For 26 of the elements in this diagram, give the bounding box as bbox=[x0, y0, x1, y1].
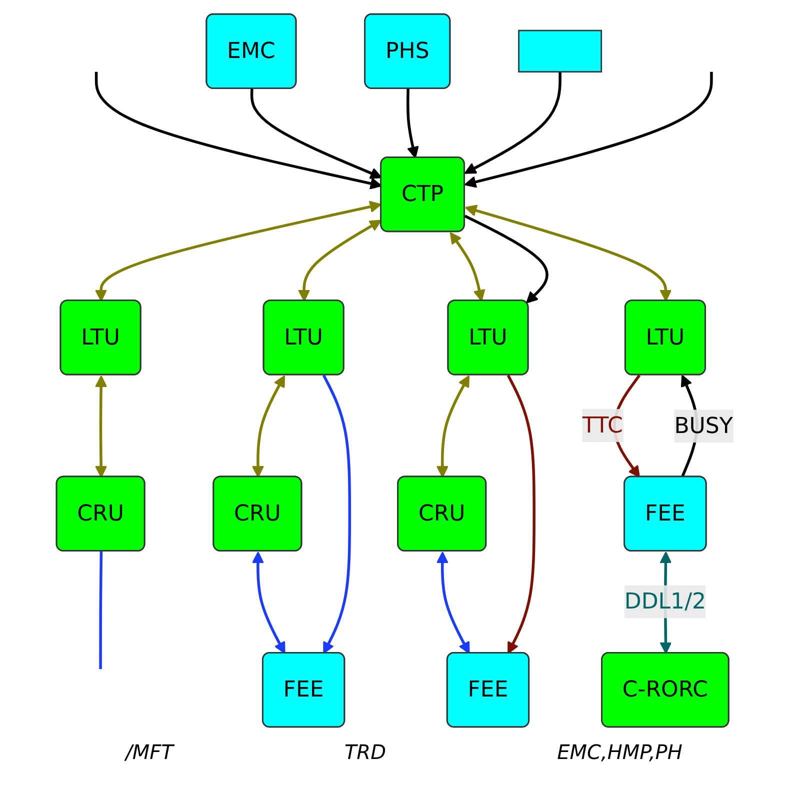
edge-label: TTC bbox=[582, 411, 623, 438]
arrow bbox=[464, 214, 548, 303]
arrow bbox=[464, 71, 562, 174]
edge-label: BUSY bbox=[674, 412, 733, 438]
arrow bbox=[95, 200, 382, 302]
arrow bbox=[322, 374, 352, 654]
arrow bbox=[507, 374, 536, 654]
arrow bbox=[252, 374, 286, 478]
arrow bbox=[250, 88, 382, 178]
connector bbox=[99, 550, 103, 669]
arrow bbox=[450, 232, 486, 302]
flowchart-drawing: TTC BUSY DDL1/2 EMC PHS CTP LTU LTU LTU LTU CRU CRU CRU FEE FEE FEE C-RORC bbox=[44, 2, 764, 738]
arrow bbox=[95, 71, 382, 189]
arrow bbox=[252, 550, 286, 654]
arrow bbox=[436, 374, 470, 478]
arrow bbox=[406, 88, 419, 158]
arrow bbox=[436, 550, 470, 654]
arrow bbox=[298, 219, 382, 302]
detector-label: /MFT bbox=[126, 740, 174, 764]
node-box bbox=[518, 29, 602, 72]
arrow bbox=[465, 204, 672, 302]
arrow bbox=[464, 71, 713, 188]
detector-label: TRD bbox=[344, 740, 386, 764]
arrow bbox=[95, 374, 108, 478]
detector-label: EMC,HMP,PH bbox=[557, 740, 682, 764]
edge-label: DDL1/2 bbox=[624, 587, 706, 614]
